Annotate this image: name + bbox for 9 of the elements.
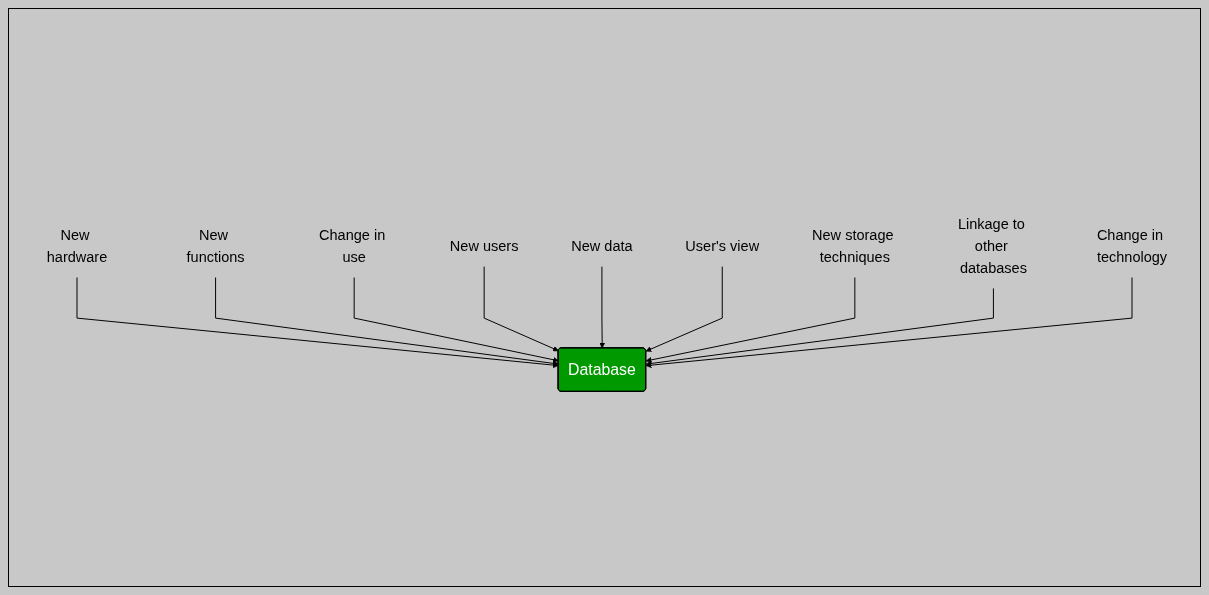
- node-text: User's view: [685, 237, 760, 255]
- node-text: New functions: [186, 226, 245, 266]
- node-text: New hardware: [46, 226, 108, 266]
- node-text: Change in use: [319, 226, 386, 266]
- node-text: Linkage to other databases: [957, 215, 1027, 277]
- node-text: New users: [449, 237, 519, 255]
- node-text: Change in technology: [1096, 226, 1168, 266]
- node-text: New storage techniques: [812, 226, 894, 266]
- node-text: New data: [571, 237, 633, 255]
